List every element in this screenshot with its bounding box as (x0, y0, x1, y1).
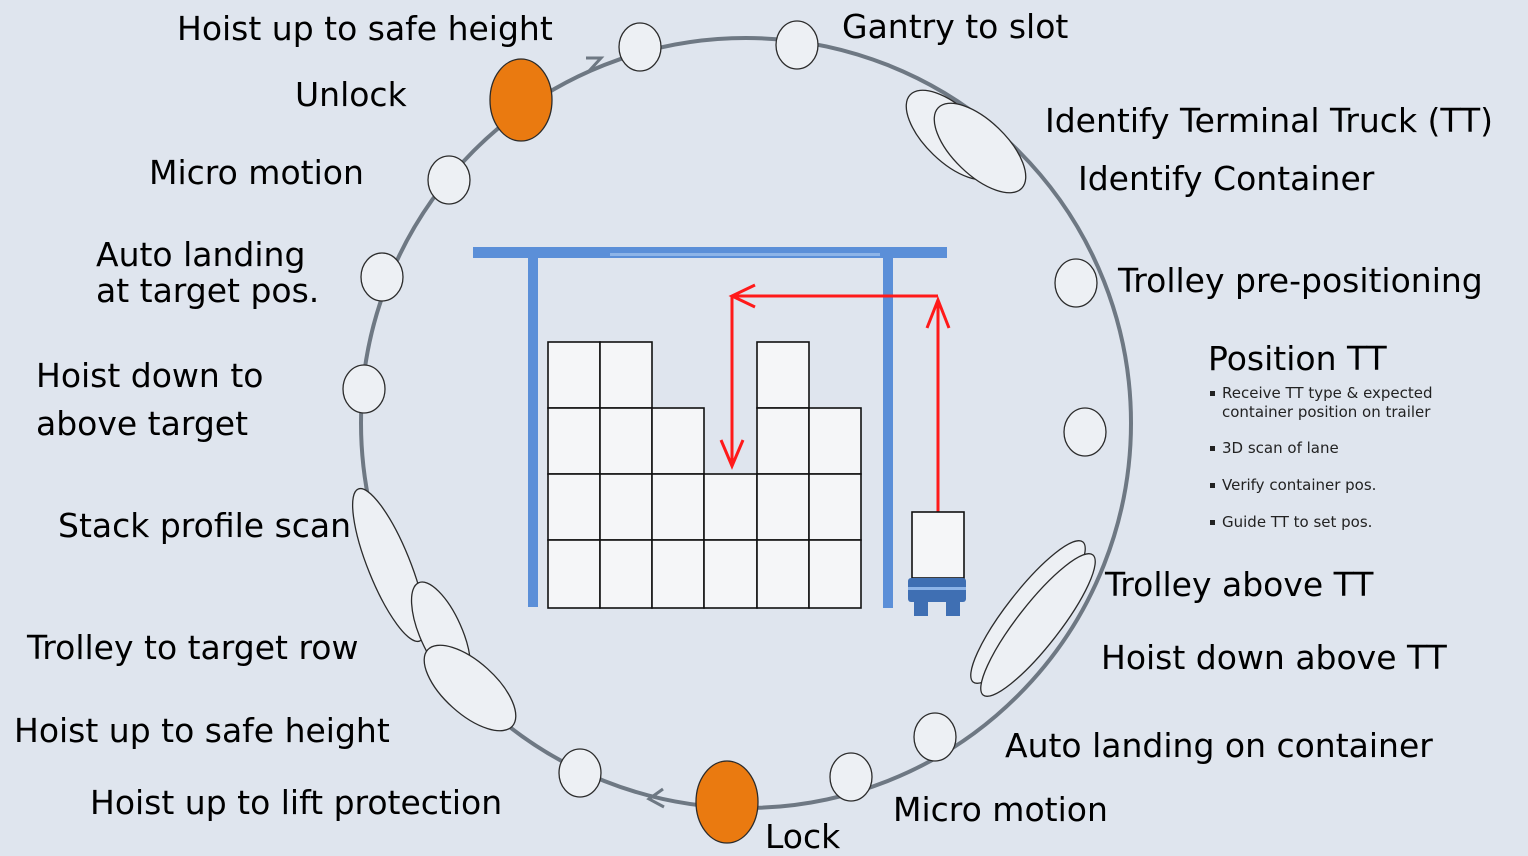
node-stack-profile-scan (351, 487, 427, 643)
node-hoist-up-lift-protection (558, 748, 602, 798)
position-tt-title: Position TT (1208, 339, 1387, 378)
position-tt-bullet: Verify container pos. (1208, 476, 1433, 495)
trolley-path-arrow (719, 283, 951, 512)
label-unlock: Unlock (295, 75, 407, 114)
node-micro-motion-right (829, 752, 873, 802)
position-tt-bullet: Guide TT to set pos. (1208, 513, 1433, 532)
label-identify-container: Identify Container (1078, 159, 1375, 198)
label-hoist-down-above-tt: Hoist down above TT (1101, 638, 1447, 677)
label-identify-terminal-truck: Identify Terminal Truck (TT) (1045, 101, 1494, 140)
node-trolley-prepositioning (1054, 258, 1098, 308)
label-gantry-to-slot: Gantry to slot (842, 7, 1069, 46)
node-unlock (489, 58, 553, 142)
node-auto-landing-container (913, 712, 957, 762)
cycle-direction-arrow-top (586, 56, 605, 73)
label-micro-motion-left: Micro motion (149, 153, 364, 192)
node-auto-landing-target (360, 252, 404, 302)
node-position-tt (1063, 407, 1107, 457)
crane-frame-icon (473, 247, 947, 608)
node-hoist-down-above-target (342, 364, 386, 414)
label-hoist-up-lift-protection: Hoist up to lift protection (90, 783, 503, 822)
label-auto-landing-target: Auto landing at target pos. (96, 235, 320, 310)
cycle-direction-arrow-bottom (646, 787, 665, 809)
label-auto-landing-container: Auto landing on container (1005, 726, 1433, 765)
position-tt-bullets: Receive TT type & expected container pos… (1208, 384, 1433, 532)
label-trolley-above-tt: Trolley above TT (1105, 565, 1374, 604)
node-gantry-to-slot (775, 20, 819, 70)
node-hoist-down-above-tt (980, 553, 1096, 697)
position-tt-bullet: Receive TT type & expected container pos… (1208, 384, 1433, 422)
node-hoist-up-safe-top (618, 22, 662, 72)
label-hoist-down-above-target: Hoist down to above target (36, 356, 264, 443)
label-trolley-to-target-row: Trolley to target row (27, 628, 359, 667)
label-lock: Lock (765, 817, 841, 856)
position-tt-bullet: 3D scan of lane (1208, 439, 1433, 458)
node-hoist-up-safe-bottom (423, 644, 517, 732)
label-hoist-up-safe-height-bottom: Hoist up to safe height (14, 711, 390, 750)
label-trolley-prepositioning: Trolley pre-positioning (1118, 261, 1483, 300)
node-lock (695, 760, 759, 844)
container-stack (547, 341, 862, 609)
label-hoist-up-safe-height-top: Hoist up to safe height (177, 9, 553, 48)
label-micro-motion-right: Micro motion (893, 790, 1108, 829)
terminal-truck-icon (908, 511, 966, 616)
label-stack-profile-scan: Stack profile scan (58, 506, 352, 545)
node-identify-container (933, 102, 1027, 194)
node-micro-motion-left (427, 155, 471, 205)
